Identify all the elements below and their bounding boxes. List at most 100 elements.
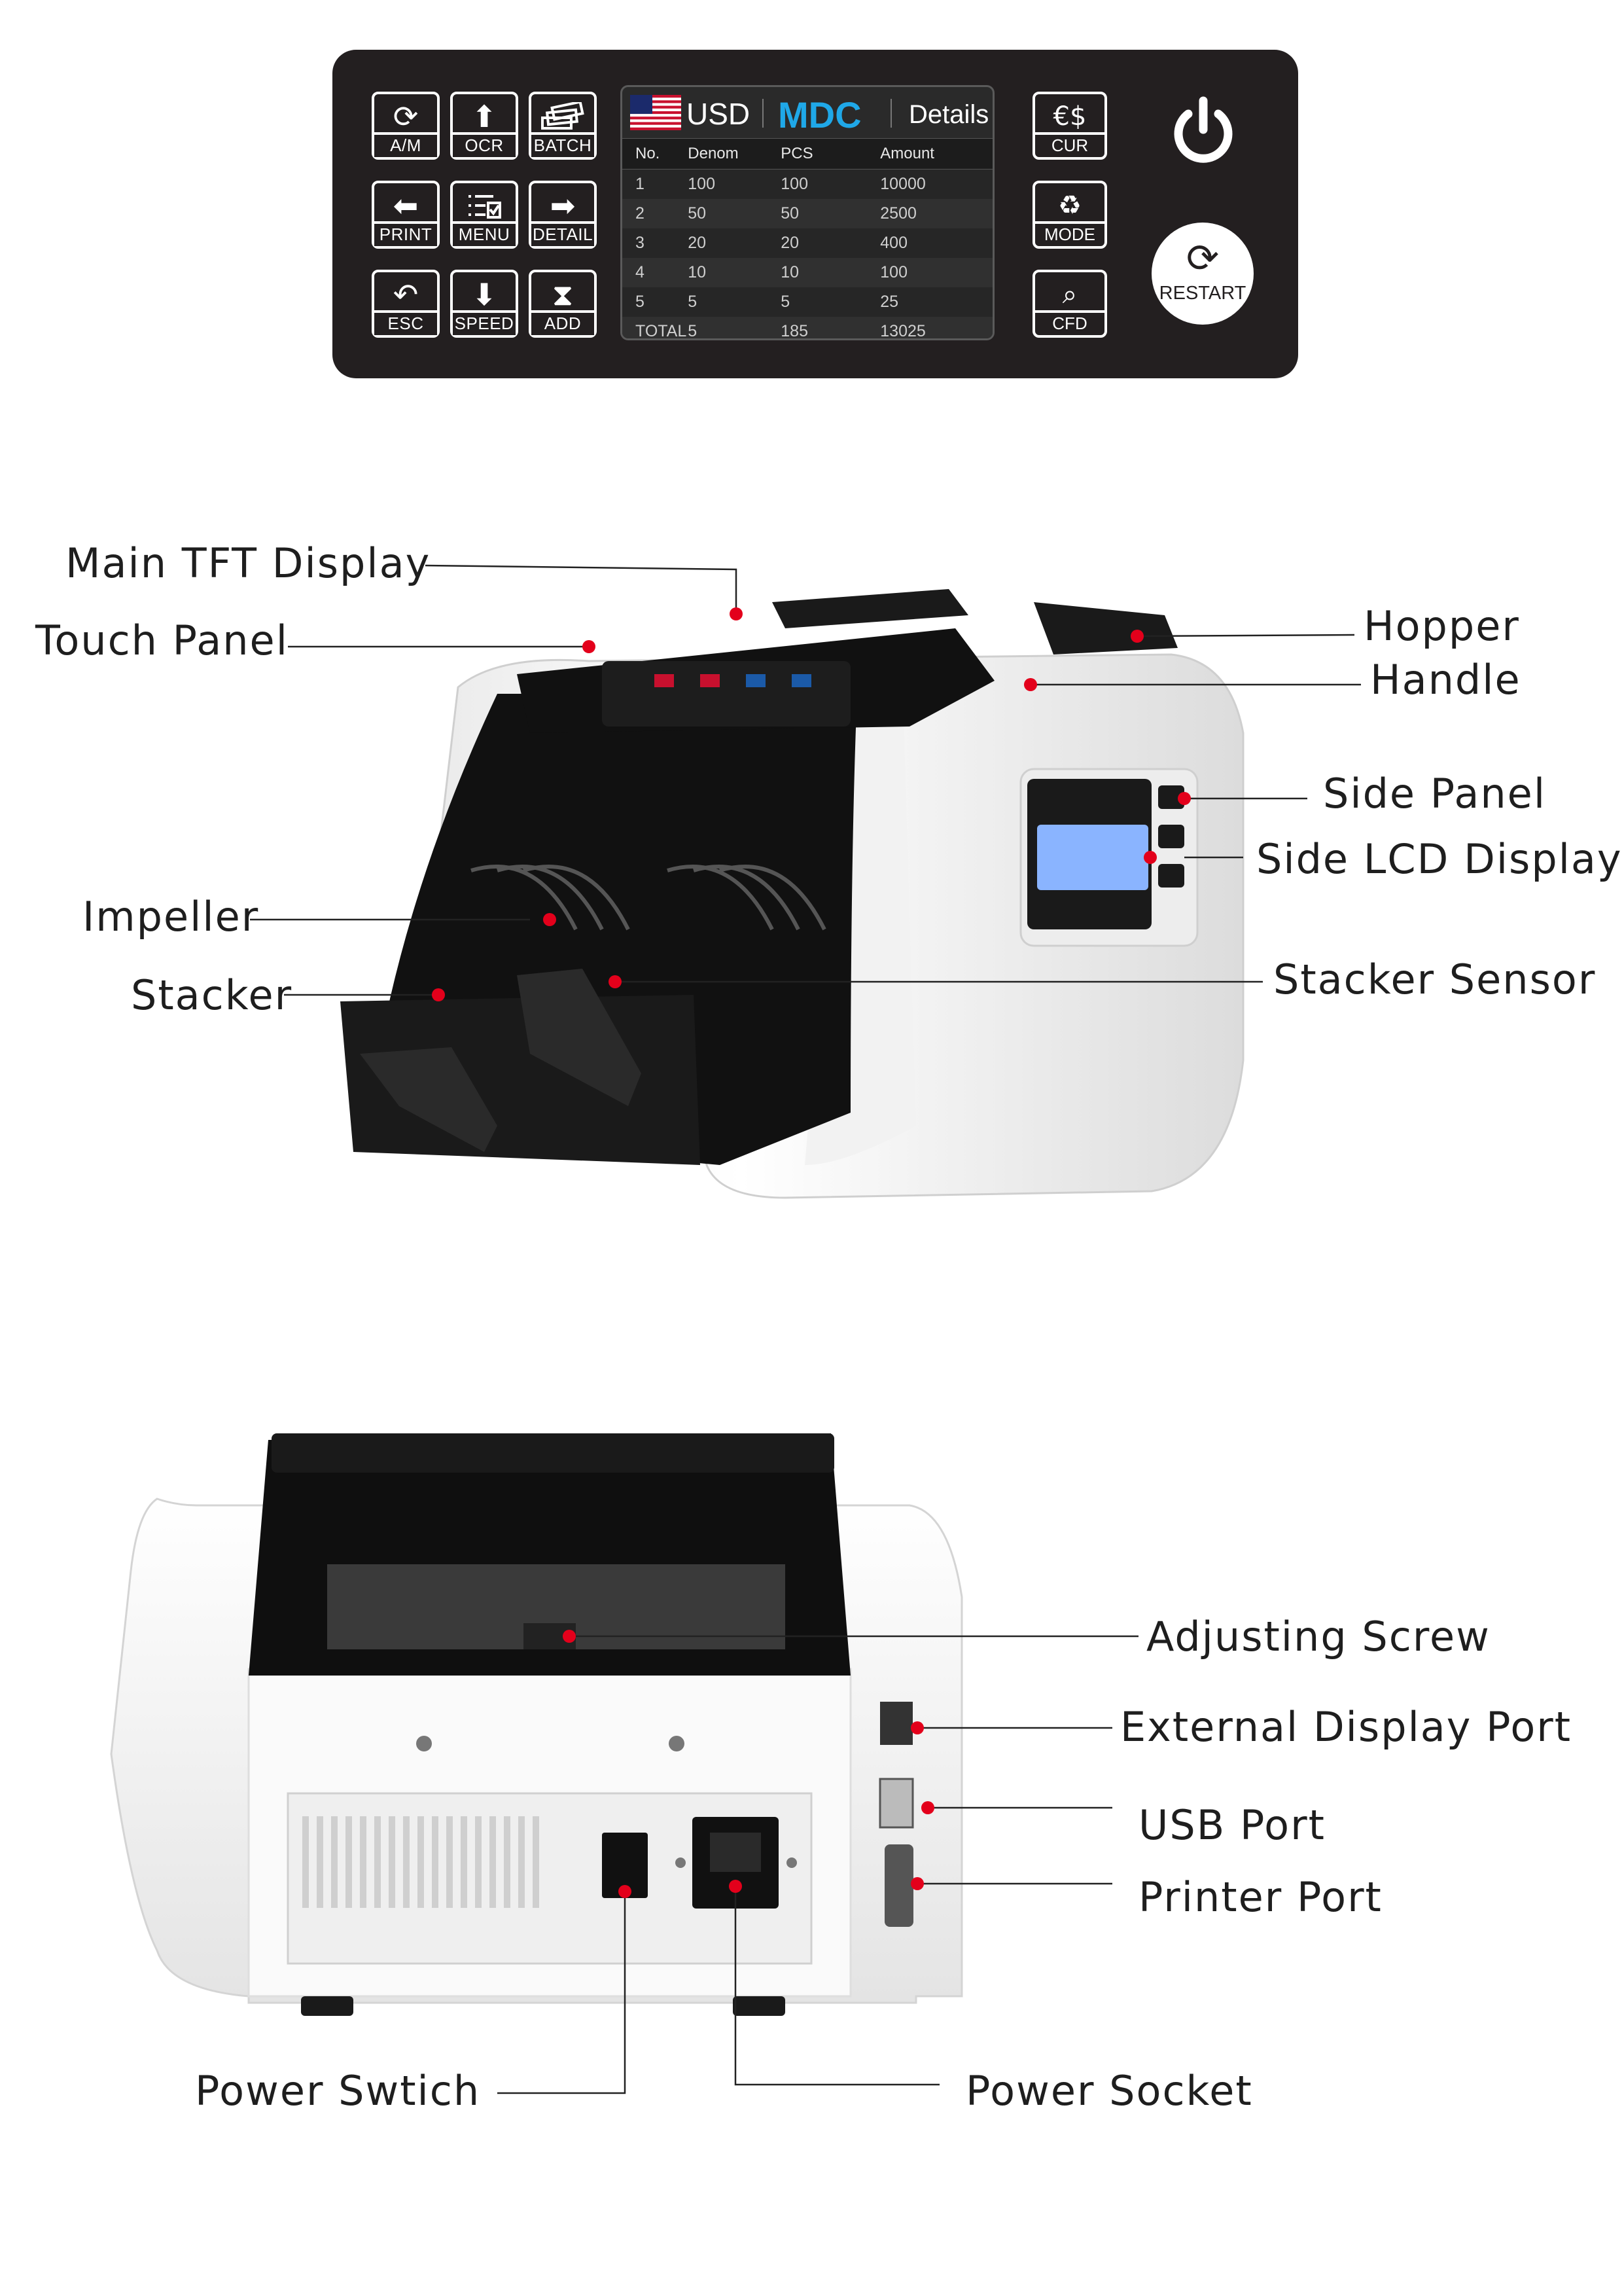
- rear-leaders: [497, 1630, 1139, 2094]
- refresh-icon: ⟳: [1186, 236, 1220, 281]
- cell-no: 2: [622, 199, 688, 228]
- euro-dollar-icon: €$: [1053, 101, 1087, 132]
- callout-power-socket: Power Socket: [966, 2067, 1253, 2115]
- key-label: SPEED: [453, 310, 516, 335]
- key-label: CUR: [1035, 132, 1104, 157]
- callout-adjusting-screw: Adjusting Screw: [1146, 1613, 1491, 1660]
- add-key[interactable]: ⧗ ADD: [529, 270, 597, 338]
- print-key[interactable]: ⬅ PRINT: [372, 181, 440, 249]
- tft-header: USD MDC Details: [622, 87, 993, 138]
- cell-pcs: 20: [780, 228, 880, 258]
- detail-key[interactable]: ➡ DETAIL: [529, 181, 597, 249]
- callout-side-lcd-display: Side LCD Display: [1256, 835, 1623, 883]
- batch-key[interactable]: BATCH: [529, 92, 597, 160]
- table-row: 5 5 5 25: [622, 287, 993, 317]
- column-header: PCS: [780, 138, 880, 170]
- arrow-up-icon: ⬆: [471, 99, 497, 134]
- cell-pcs: 5: [780, 287, 880, 317]
- key-label: ADD: [531, 310, 594, 335]
- cell-pcs: 50: [780, 199, 880, 228]
- tft-screen: USD MDC Details No. Denom PCS Amount: [620, 85, 995, 340]
- key-label: OCR: [453, 132, 516, 157]
- column-header: No.: [622, 138, 688, 170]
- column-header: Amount: [879, 138, 993, 170]
- cell-denom: 50: [687, 199, 781, 228]
- callout-touch-panel: Touch Panel: [35, 617, 289, 664]
- cell-amount: 100: [879, 258, 993, 287]
- count-table: No. Denom PCS Amount 1 100 100 10000 2: [622, 138, 993, 338]
- us-flag-icon: [630, 95, 681, 130]
- callout-external-display-port: External Display Port: [1120, 1703, 1572, 1751]
- callout-handle: Handle: [1370, 656, 1521, 704]
- menu-key[interactable]: MENU: [450, 181, 518, 249]
- table-row: 4 10 10 100: [622, 258, 993, 287]
- cur-key[interactable]: €$ CUR: [1033, 92, 1107, 160]
- arrow-left-icon: ⬅: [393, 188, 419, 223]
- table-total-row: TOTAL 5 185 13025: [622, 317, 993, 338]
- arrow-right-icon: ➡: [550, 188, 576, 223]
- key-label: DETAIL: [531, 221, 594, 246]
- front-leaders: [250, 564, 1361, 1001]
- cfd-key[interactable]: ⌕ CFD: [1033, 270, 1107, 338]
- arrow-down-icon: ⬇: [471, 277, 497, 312]
- cell-denom: 5: [687, 287, 781, 317]
- cell-denom: 5: [687, 317, 781, 338]
- key-label: MENU: [453, 221, 516, 246]
- menu-list-icon: [453, 186, 516, 225]
- cell-no: 1: [622, 169, 688, 199]
- refresh-icon: ⟳: [393, 99, 419, 134]
- callout-main-tft-display: Main TFT Display: [65, 539, 431, 587]
- key-label: CFD: [1035, 310, 1104, 335]
- cell-no: 4: [622, 258, 688, 287]
- column-header: Denom: [687, 138, 781, 170]
- esc-key[interactable]: ↶ ESC: [372, 270, 440, 338]
- callout-power-switch: Power Swtich: [195, 2067, 481, 2115]
- cell-amount: 2500: [879, 199, 993, 228]
- restart-label: RESTART: [1159, 283, 1246, 304]
- cell-amount: 10000: [879, 169, 993, 199]
- key-label: ESC: [374, 310, 437, 335]
- cell-pcs: 185: [780, 317, 880, 338]
- cell-pcs: 10: [780, 258, 880, 287]
- return-icon: ↶: [393, 277, 419, 312]
- front-machine: [340, 589, 1244, 1199]
- magnifier-icon: ⌕: [1062, 279, 1078, 310]
- restart-button[interactable]: ⟳ RESTART: [1152, 223, 1254, 325]
- callout-side-panel: Side Panel: [1323, 770, 1547, 817]
- cell-amount: 400: [879, 228, 993, 258]
- mode-label: MDC: [778, 94, 862, 135]
- details-tab[interactable]: Details: [909, 100, 989, 129]
- cell-no: TOTAL: [622, 317, 688, 338]
- cell-amount: 25: [879, 287, 993, 317]
- ocr-key[interactable]: ⬆ OCR: [450, 92, 518, 160]
- callout-stacker: Stacker: [131, 971, 293, 1019]
- banknote-stack-icon: [531, 97, 594, 136]
- cell-no: 5: [622, 287, 688, 317]
- rear-machine: [110, 1433, 963, 2016]
- callout-impeller: Impeller: [82, 893, 260, 941]
- callout-printer-port: Printer Port: [1139, 1873, 1383, 1921]
- cell-denom: 20: [687, 228, 781, 258]
- mode-key[interactable]: ♻ MODE: [1033, 181, 1107, 249]
- cell-amount: 13025: [879, 317, 993, 338]
- key-label: MODE: [1035, 221, 1104, 246]
- callout-stacker-sensor: Stacker Sensor: [1273, 956, 1597, 1003]
- key-label: A/M: [374, 132, 437, 157]
- cell-pcs: 100: [780, 169, 880, 199]
- table-row: 2 50 50 2500: [622, 199, 993, 228]
- cell-denom: 100: [687, 169, 781, 199]
- callout-hopper: Hopper: [1364, 602, 1520, 650]
- table-row: 1 100 100 10000: [622, 169, 993, 199]
- control-panel: ⟳ A/M ⬆ OCR BATCH ⬅ PRINT MENU ➡ DETAIL: [332, 50, 1298, 378]
- callout-usb-port: USB Port: [1139, 1801, 1326, 1849]
- am-key[interactable]: ⟳ A/M: [372, 92, 440, 160]
- cycle-icon: ♻: [1058, 190, 1082, 221]
- key-label: BATCH: [531, 132, 594, 157]
- currency-label: USD: [686, 97, 750, 131]
- speed-key[interactable]: ⬇ SPEED: [450, 270, 518, 338]
- table-row: 3 20 20 400: [622, 228, 993, 258]
- hourglass-icon: ⧗: [552, 277, 574, 312]
- cell-denom: 10: [687, 258, 781, 287]
- power-icon[interactable]: [1167, 96, 1239, 168]
